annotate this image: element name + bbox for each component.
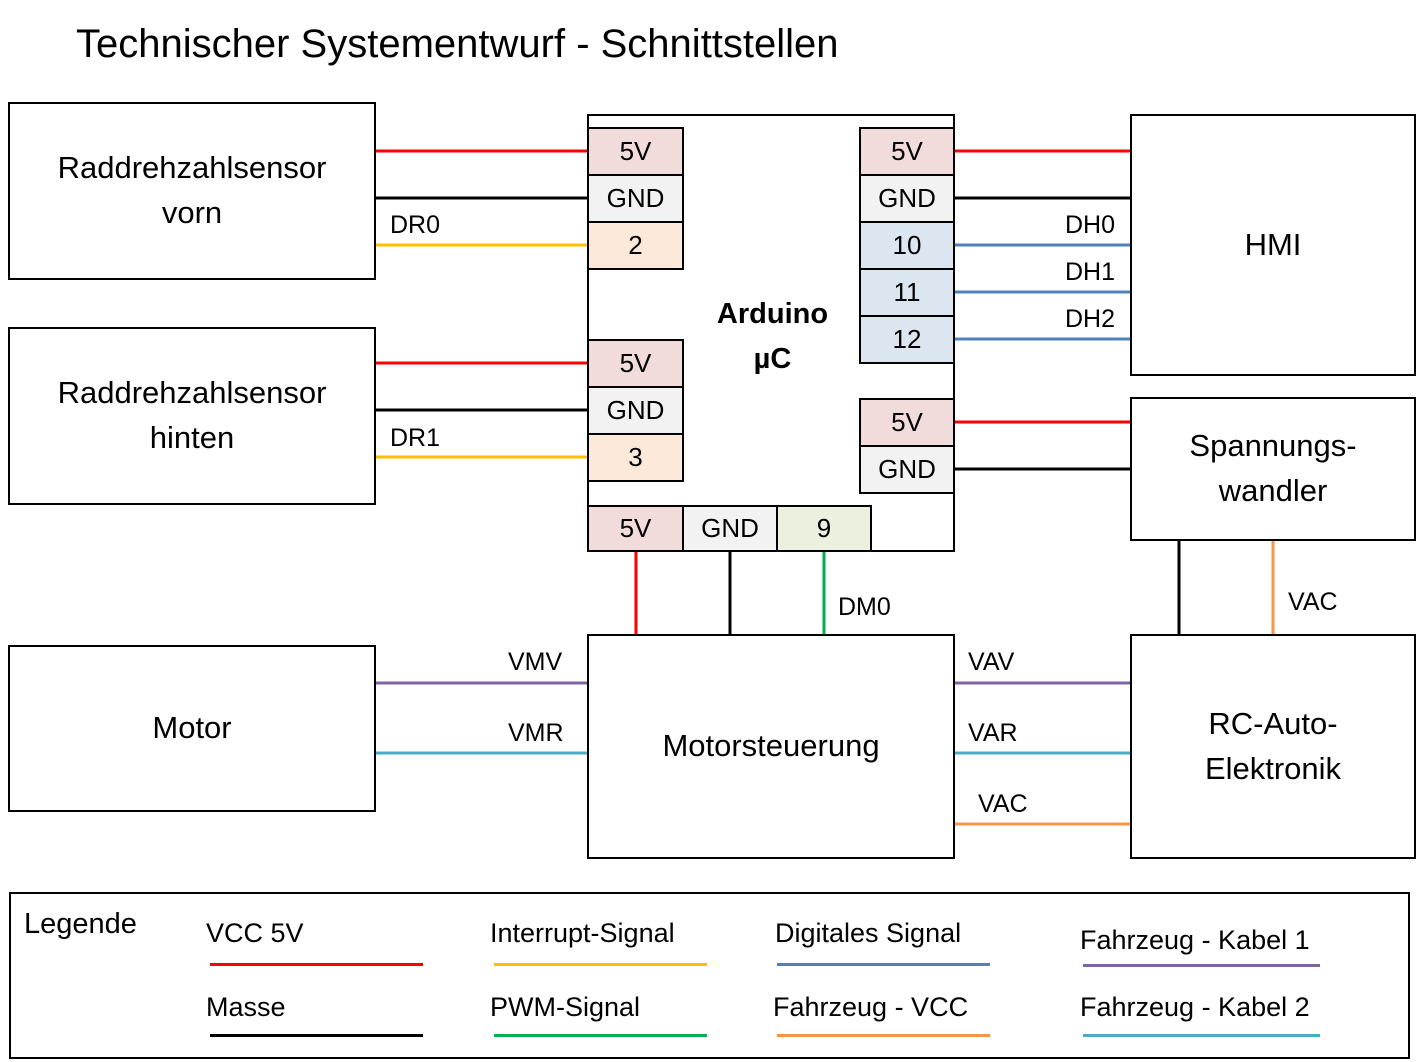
legend-line-pwm bbox=[494, 1034, 707, 1037]
legend-title: Legende bbox=[24, 908, 137, 940]
block-hmi-label: HMI bbox=[1244, 226, 1302, 262]
signal-label-var: VAR bbox=[968, 719, 1018, 747]
block-sensor-front-label-1: Raddrehzahlsensor bbox=[57, 150, 327, 186]
block-converter-label-2: wandler bbox=[1218, 473, 1328, 508]
block-rc-electronics: RC-Auto- Elektronik bbox=[1130, 634, 1416, 859]
block-motor-label: Motor bbox=[152, 710, 232, 746]
pin-left-top-2: 2 bbox=[587, 221, 684, 270]
pin-right-10: 10 bbox=[859, 221, 955, 270]
signal-label-vmr: VMR bbox=[508, 719, 564, 747]
legend-line-vehicle-cable-1 bbox=[1083, 964, 1320, 967]
block-converter-label-1: Spannungs- bbox=[1189, 428, 1357, 464]
pin-left-bottom-5v: 5V bbox=[587, 339, 684, 388]
legend-label-ground: Masse bbox=[206, 992, 286, 1022]
block-sensor-rear: Raddrehzahlsensor hinten bbox=[8, 327, 376, 505]
signal-label-vac-converter: VAC bbox=[1288, 588, 1338, 616]
pin-bottom-5v: 5V bbox=[587, 505, 684, 552]
legend-label-vehicle-cable-2: Fahrzeug - Kabel 2 bbox=[1080, 992, 1310, 1022]
legend-label-pwm: PWM-Signal bbox=[490, 992, 641, 1022]
legend-line-vehicle-cable-2 bbox=[1083, 1034, 1320, 1037]
block-converter: Spannungs-wandler bbox=[1130, 397, 1416, 541]
legend-box bbox=[9, 892, 1410, 1059]
arduino-label-1: Arduino bbox=[716, 298, 829, 330]
legend-line-vehicle-vcc bbox=[777, 1034, 990, 1037]
legend-label-vehicle-vcc: Fahrzeug - VCC bbox=[773, 992, 969, 1022]
legend-line-vcc bbox=[210, 963, 423, 966]
legend-label-vcc: VCC 5V bbox=[206, 918, 304, 948]
legend-line-interrupt bbox=[494, 963, 707, 966]
signal-label-dr0: DR0 bbox=[390, 211, 441, 239]
pin-left-top-5v: 5V bbox=[587, 127, 684, 176]
legend-label-digital: Digitales Signal bbox=[775, 918, 962, 948]
block-arduino-label: Arduino µC bbox=[700, 292, 845, 382]
signal-label-vmv: VMV bbox=[508, 648, 563, 676]
arduino-label-2: µC bbox=[753, 342, 792, 375]
signal-label-dh1: DH1 bbox=[1065, 258, 1116, 286]
legend-line-digital bbox=[777, 963, 990, 966]
signal-label-dm0: DM0 bbox=[838, 593, 891, 621]
block-sensor-front: Raddrehzahlsensor vorn bbox=[8, 102, 376, 280]
block-hmi: HMI bbox=[1130, 114, 1416, 376]
pin-right-12: 12 bbox=[859, 315, 955, 364]
pin-right-top-gnd: GND bbox=[859, 174, 955, 223]
pin-left-bottom-3: 3 bbox=[587, 433, 684, 482]
pin-right-bottom-gnd: GND bbox=[859, 445, 955, 494]
block-sensor-front-label-2: vorn bbox=[161, 195, 223, 230]
legend-line-ground bbox=[210, 1034, 423, 1037]
pin-bottom-gnd: GND bbox=[682, 505, 778, 552]
legend-label-interrupt: Interrupt-Signal bbox=[490, 918, 675, 948]
legend-label-vehicle-cable-1: Fahrzeug - Kabel 1 bbox=[1080, 925, 1310, 955]
block-sensor-rear-label-1: Raddrehzahlsensor bbox=[57, 375, 327, 411]
pin-right-top-5v: 5V bbox=[859, 127, 955, 176]
signal-label-dh0: DH0 bbox=[1065, 211, 1116, 239]
block-motor: Motor bbox=[8, 645, 376, 812]
block-sensor-rear-label-2: hinten bbox=[149, 420, 235, 455]
signal-label-vav: VAV bbox=[968, 648, 1015, 676]
signal-label-vac-motorctrl: VAC bbox=[978, 790, 1028, 818]
pin-left-bottom-gnd: GND bbox=[587, 386, 684, 435]
block-rc-label-1: RC-Auto- bbox=[1208, 705, 1338, 741]
block-motor-control: Motorsteuerung bbox=[587, 634, 955, 859]
signal-label-dr1: DR1 bbox=[390, 424, 441, 452]
diagram-title: Technischer Systementwurf - Schnittstell… bbox=[76, 22, 839, 66]
pin-right-11: 11 bbox=[859, 268, 955, 317]
signal-label-dh2: DH2 bbox=[1065, 305, 1116, 333]
block-motor-control-label: Motorsteuerung bbox=[662, 728, 880, 764]
pin-right-bottom-5v: 5V bbox=[859, 398, 955, 447]
block-rc-label-2: Elektronik bbox=[1204, 750, 1342, 786]
pin-bottom-9: 9 bbox=[776, 505, 872, 552]
pin-left-top-gnd: GND bbox=[587, 174, 684, 223]
